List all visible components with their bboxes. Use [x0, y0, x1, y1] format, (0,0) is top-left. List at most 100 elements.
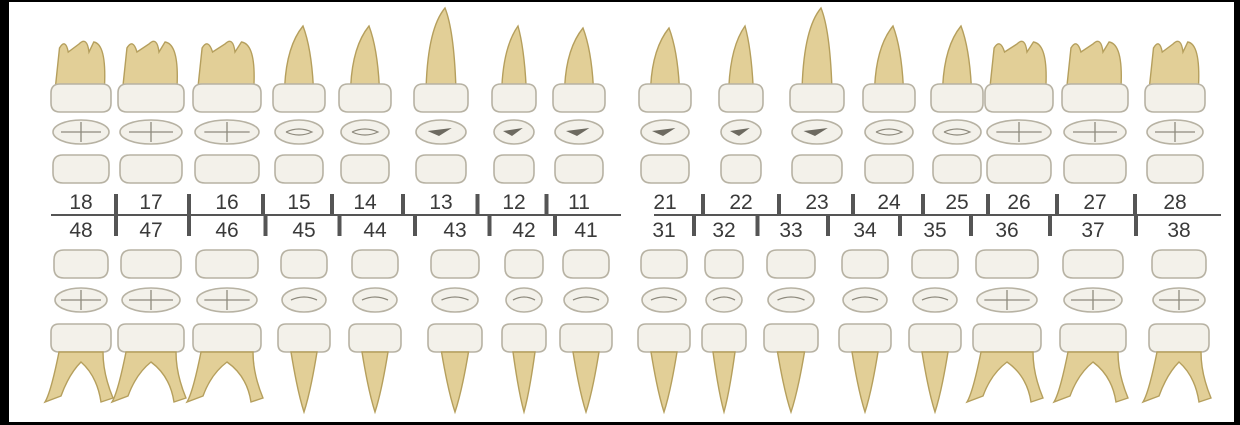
- lingual-38: [1152, 250, 1206, 278]
- crown-25: [931, 84, 983, 112]
- lingual-18: [53, 155, 109, 183]
- crown-15: [273, 84, 325, 112]
- occlusal-45: [282, 288, 326, 312]
- occlusal-18: [53, 120, 109, 144]
- upper-tick: [545, 194, 549, 214]
- lingual-28: [1147, 155, 1203, 183]
- tooth-11: [553, 28, 605, 183]
- occlusal-21: [641, 120, 689, 144]
- tooth-36: [967, 250, 1043, 402]
- lower-number-47: 47: [139, 219, 162, 242]
- crown-47: [118, 324, 184, 352]
- lingual-21: [641, 155, 689, 183]
- occlusal-23: [792, 120, 842, 144]
- root-17: [123, 41, 177, 86]
- lower-tick: [264, 216, 268, 236]
- upper-number-16: 16: [215, 191, 238, 214]
- root-31: [651, 352, 677, 412]
- root-16: [198, 41, 254, 86]
- crown-24: [863, 84, 915, 112]
- tooth-32: [702, 250, 746, 412]
- upper-tick: [921, 194, 925, 214]
- root-34: [852, 352, 878, 412]
- lingual-44: [352, 250, 398, 278]
- root-41: [573, 352, 599, 412]
- lingual-31: [641, 250, 687, 278]
- lower-tick: [553, 216, 557, 236]
- tooth-45: [278, 250, 330, 412]
- occlusal-47: [122, 288, 180, 312]
- tooth-28: [1145, 41, 1205, 183]
- crown-45: [278, 324, 330, 352]
- upper-number-25: 25: [945, 191, 968, 214]
- lingual-42: [505, 250, 543, 278]
- tooth-42: [502, 250, 546, 412]
- lower-tick: [114, 216, 118, 236]
- lower-number-37: 37: [1081, 219, 1104, 242]
- upper-number-21: 21: [653, 191, 676, 214]
- lower-tick: [488, 216, 492, 236]
- root-42: [513, 352, 535, 412]
- lower-number-41: 41: [574, 219, 597, 242]
- lingual-41: [563, 250, 609, 278]
- lower-tick: [898, 216, 902, 236]
- upper-tick: [701, 194, 705, 214]
- lower-tick: [826, 216, 830, 236]
- upper-number-24: 24: [877, 191, 901, 214]
- upper-tick: [401, 194, 405, 214]
- upper-number-27: 27: [1083, 191, 1106, 214]
- crown-41: [560, 324, 612, 352]
- tooth-33: [764, 250, 818, 412]
- occlusal-46: [197, 288, 257, 312]
- tooth-16: [193, 41, 261, 183]
- tooth-46: [187, 250, 263, 402]
- upper-tick: [261, 194, 265, 214]
- occlusal-24: [865, 120, 913, 144]
- lingual-46: [196, 250, 258, 278]
- upper-tick: [851, 194, 855, 214]
- crown-32: [702, 324, 746, 352]
- upper-tick: [986, 194, 990, 214]
- lingual-43: [431, 250, 479, 278]
- occlusal-44: [353, 288, 397, 312]
- lingual-24: [865, 155, 913, 183]
- occlusal-31: [642, 288, 686, 312]
- lower-number-44: 44: [363, 219, 387, 242]
- occlusal-15: [275, 120, 323, 144]
- root-25: [943, 26, 972, 86]
- lower-number-34: 34: [853, 219, 877, 242]
- occlusal-42: [506, 288, 542, 312]
- tooth-31: [638, 250, 690, 412]
- upper-number-13: 13: [429, 191, 452, 214]
- upper-number-22: 22: [729, 191, 752, 214]
- lower-tick: [969, 216, 973, 236]
- occlusal-11: [555, 120, 603, 144]
- lower-tick: [692, 216, 696, 236]
- root-18: [56, 41, 105, 86]
- crown-21: [639, 84, 691, 112]
- crown-44: [349, 324, 401, 352]
- lower-tick: [338, 216, 342, 236]
- occlusal-48: [55, 288, 107, 312]
- root-24: [875, 26, 904, 86]
- tooth-21: [639, 28, 691, 183]
- crown-17: [118, 84, 184, 112]
- root-33: [778, 352, 805, 412]
- occlusal-27: [1064, 120, 1126, 144]
- lower-number-42: 42: [512, 219, 535, 242]
- lingual-37: [1063, 250, 1123, 278]
- lower-tick: [1048, 216, 1052, 236]
- root-27: [1067, 41, 1121, 86]
- root-26: [990, 41, 1046, 86]
- root-38: [1143, 352, 1211, 402]
- tooth-13: [414, 8, 468, 183]
- lingual-45: [281, 250, 327, 278]
- tooth-47: [112, 250, 186, 402]
- crown-18: [51, 84, 111, 112]
- tooth-43: [428, 250, 482, 412]
- crown-38: [1149, 324, 1209, 352]
- root-46: [187, 352, 263, 402]
- lower-number-31: 31: [652, 219, 675, 242]
